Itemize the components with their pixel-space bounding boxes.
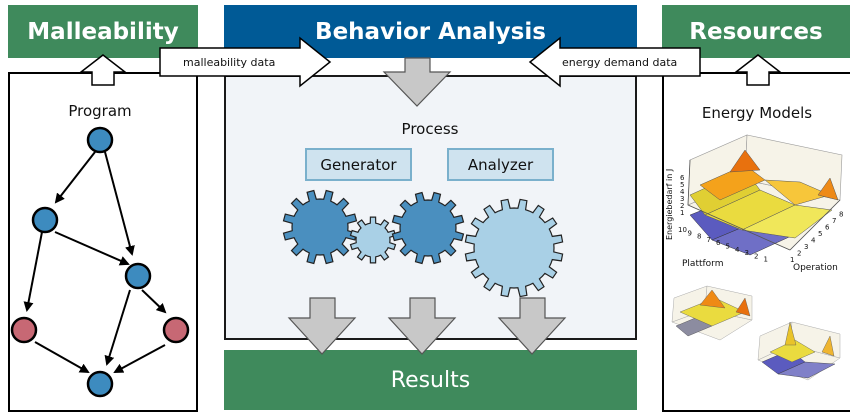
process-title: Process xyxy=(401,120,459,138)
up-arrow-malleability xyxy=(78,54,128,86)
gear-small-light xyxy=(349,216,397,264)
plot-ztick: 1 xyxy=(680,209,684,217)
plot-xtick: 8 xyxy=(697,233,701,241)
malleability-data-arrow xyxy=(159,36,332,88)
energy-surface-plot xyxy=(687,134,843,256)
plot-ztick: 6 xyxy=(680,174,685,182)
energy-thumbnail-2 xyxy=(757,321,841,381)
gear-medium-dark xyxy=(391,191,465,265)
plot-ytick: 8 xyxy=(839,211,843,219)
plot-ylabel: Operation xyxy=(793,263,838,273)
generator-label: Generator xyxy=(305,148,412,181)
analyzer-label: Analyzer xyxy=(447,148,554,181)
gear-large-dark xyxy=(282,189,358,265)
plot-xlabel: Plattform xyxy=(682,259,723,269)
plot-xtick: 2 xyxy=(754,252,758,260)
energy-demand-data-arrow xyxy=(528,36,701,88)
plot-xtick: 3 xyxy=(745,249,749,257)
results-header: Results xyxy=(224,350,637,410)
plot-xtick: 9 xyxy=(688,229,692,237)
energy-demand-data-label: energy demand data xyxy=(562,56,677,69)
gear-big-light xyxy=(464,198,564,298)
plot-ytick: 6 xyxy=(825,224,830,232)
graph-node-5 xyxy=(162,316,190,344)
plot-ztick: 5 xyxy=(680,181,684,189)
gears-group xyxy=(282,189,564,298)
plot-ytick: 3 xyxy=(804,243,808,251)
plot-xtick: 4 xyxy=(735,246,740,254)
plot-zlabel: Energiebedarf in J xyxy=(665,169,674,240)
graph-node-4 xyxy=(10,316,38,344)
plot-ztick: 2 xyxy=(680,202,684,210)
plot-ytick: 5 xyxy=(818,230,822,238)
resources-header: Resources xyxy=(662,5,850,58)
down-arrow-results-1 xyxy=(287,297,357,355)
plot-ztick: 4 xyxy=(680,188,685,196)
graph-node-3 xyxy=(124,262,152,290)
plot-ytick: 4 xyxy=(811,237,816,245)
plot-ytick: 7 xyxy=(832,217,836,225)
down-arrow-results-3 xyxy=(497,297,567,355)
graph-node-2 xyxy=(31,206,59,234)
program-title: Program xyxy=(68,102,132,120)
up-arrow-resources xyxy=(733,54,783,86)
energy-thumbnail-1 xyxy=(671,285,753,341)
malleability-data-label: malleability data xyxy=(183,56,275,69)
plot-ztick: 3 xyxy=(680,195,684,203)
energy-models-title: Energy Models xyxy=(701,104,813,122)
plot-ytick: 1 xyxy=(790,256,794,264)
plot-xtick: 10 xyxy=(678,226,687,234)
plot-xtick: 7 xyxy=(707,236,711,244)
down-arrow-results-2 xyxy=(387,297,457,355)
plot-ytick: 2 xyxy=(797,250,801,258)
graph-node-1 xyxy=(86,126,114,154)
plot-xtick: 5 xyxy=(726,243,730,251)
plot-xtick: 1 xyxy=(764,256,768,264)
program-graph-edges xyxy=(23,151,167,373)
plot-xtick: 6 xyxy=(716,239,721,247)
graph-node-6 xyxy=(86,370,114,398)
down-arrow-process xyxy=(382,57,452,107)
